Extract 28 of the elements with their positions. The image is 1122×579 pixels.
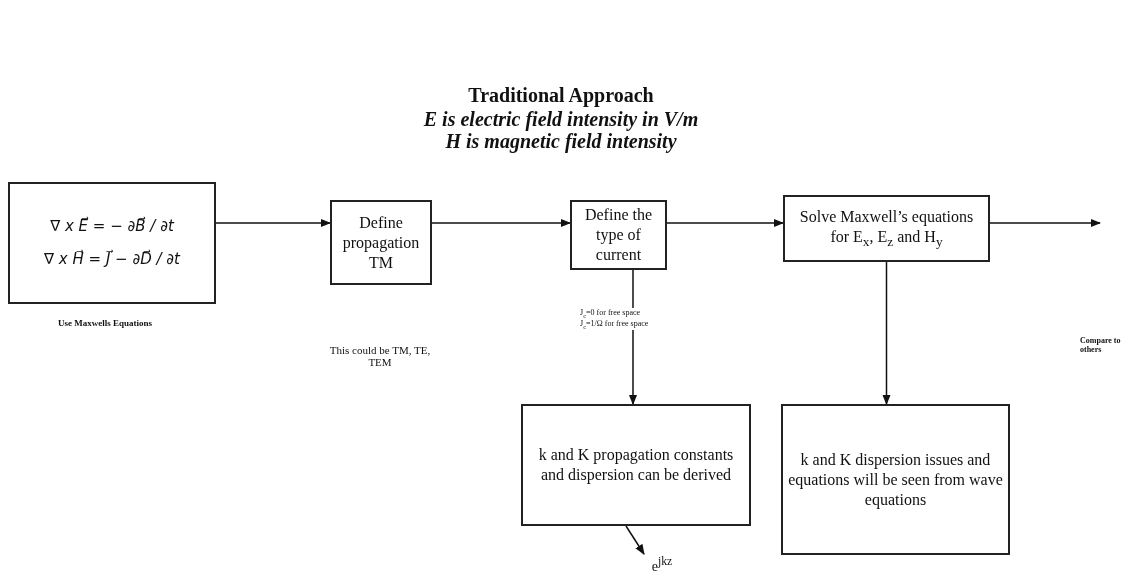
arrow: [625, 525, 645, 555]
box-text: e$^{jkz}$: [651, 554, 673, 576]
process-box: [570, 200, 667, 270]
title: Traditional Approach: [467, 84, 655, 107]
arrow: [989, 218, 1102, 228]
box-text: k and K propagation constants and dispersion can be derived: [537, 445, 735, 485]
caption-text: Use Maxwells Equations: [57, 318, 153, 328]
box-text: Solve Maxwell’s equations for E$_{x}$, E$_{z}$ and H$_{y}$: [798, 206, 975, 251]
arrow: [666, 218, 785, 228]
equation: ∇ x E⃗ = − ∂B⃗ / ∂t: [50, 217, 174, 236]
process-box: [781, 404, 1010, 555]
process-box: [521, 404, 751, 526]
note-text: Compare to others: [1080, 336, 1122, 354]
box-text: Define propagation TM: [341, 212, 421, 273]
note-text: This could be TM, TE, TEM: [328, 344, 432, 368]
note-text: J$_{c}$=0 for free space: [580, 308, 641, 319]
equation: ∇ x H⃗ = J⃗ − ∂D⃗ / ∂t: [44, 250, 180, 269]
equation-box: [8, 182, 216, 304]
arrow: [215, 218, 332, 228]
subtitle: H is magnetic field intensity: [444, 130, 678, 153]
process-box: [330, 200, 432, 285]
subtitle: E is electric field intensity in V/m: [422, 108, 700, 131]
arrow: [882, 261, 891, 406]
process-box: [783, 195, 990, 262]
box-text: Define the type of current: [583, 205, 654, 265]
box-text: k and K dispersion issues and equations will be seen from wave equations: [787, 449, 1004, 510]
arrow: [431, 218, 572, 228]
note-text: J$_{c}$=1/Ω for free space: [580, 319, 649, 330]
